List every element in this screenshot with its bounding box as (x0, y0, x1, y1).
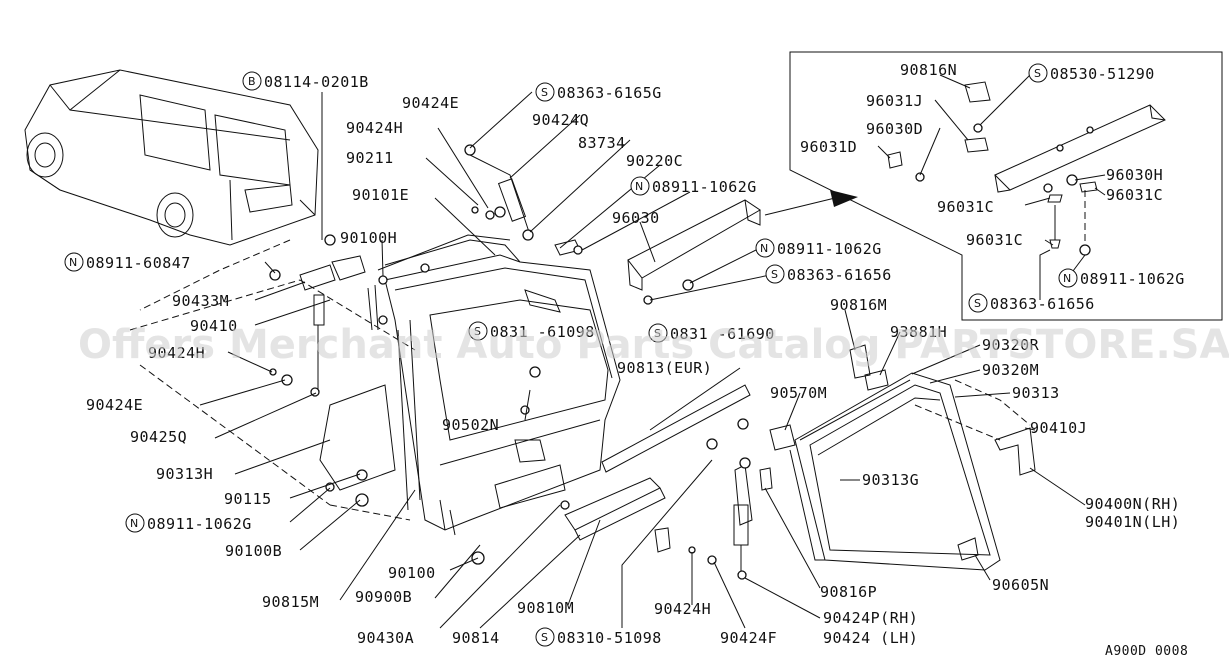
label-96030h: 96030H (1106, 166, 1163, 184)
gas-strut-lower (733, 457, 773, 580)
label-08911-1062g-c: 08911-1062G (147, 515, 252, 533)
label-90424h-top: 90424H (346, 119, 403, 137)
label-90424f: 90424F (720, 629, 777, 647)
svg-text:S: S (474, 325, 481, 338)
label-90313g: 90313G (862, 471, 919, 489)
spoiler (627, 199, 761, 305)
label-90433m: 90433M (172, 292, 229, 310)
label-90313: 90313 (1012, 384, 1060, 402)
label-96031c-a: 96031C (1106, 186, 1163, 204)
label-90101e: 90101E (352, 186, 409, 204)
label-08363-61656-inset: 08363-61656 (990, 295, 1095, 313)
label-90320r: 90320R (982, 336, 1040, 354)
label-90816n: 90816N (900, 61, 957, 79)
seal-panel (319, 384, 396, 491)
svg-text:B: B (248, 75, 256, 88)
label-08911-1062g-inset: 08911-1062G (1080, 270, 1185, 288)
label-90320m: 90320M (982, 361, 1039, 379)
svg-text:S: S (654, 327, 661, 340)
rear-glass (789, 372, 1001, 571)
label-90401n-lh: 90401N(LH) (1085, 513, 1180, 531)
label-08363-61656-a: 08363-61656 (787, 266, 892, 284)
label-90810m: 90810M (517, 599, 574, 617)
label-90424e-top: 90424E (402, 94, 459, 112)
label-90400n-rh: 90400N(RH) (1085, 495, 1180, 513)
label-90424h-bottom: 90424H (654, 600, 711, 618)
label-96031c-b: 96031C (937, 198, 994, 216)
label-90100h: 90100H (340, 229, 397, 247)
label-90502n: 90502N (442, 416, 499, 434)
label-08911-60847: 08911-60847 (86, 254, 191, 272)
label-90100: 90100 (388, 564, 436, 582)
label-08911-1062g-a: 08911-1062G (652, 178, 757, 196)
label-96031j: 96031J (866, 92, 923, 110)
svg-text:S: S (771, 268, 778, 281)
svg-text:N: N (760, 242, 768, 255)
label-0831-61690: 0831 -61690 (670, 325, 775, 343)
label-08363-6165g: 08363-6165G (557, 84, 662, 102)
label-90424-lh: 90424 (LH) (823, 629, 918, 647)
watermark: Offers Merchant Auto Parts Catalog PARTS… (78, 322, 1229, 368)
label-90813-eur: 90813(EUR) (617, 359, 712, 377)
label-08530-51290: 08530-51290 (1050, 65, 1155, 83)
label-08911-1062g-b: 08911-1062G (777, 240, 882, 258)
svg-text:S: S (1034, 67, 1041, 80)
label-90424q: 90424Q (532, 111, 589, 129)
label-90430a: 90430A (357, 629, 414, 647)
symbol-markers: B S N N N S S S N S S N S (64, 63, 1078, 647)
part-labels: 08114-0201B 08363-6165G 90424E 90424Q 90… (86, 73, 1180, 647)
back-door-panel (367, 234, 621, 536)
label-96030: 96030 (612, 209, 660, 227)
label-0831-61098: 0831 -61098 (490, 323, 595, 341)
label-08114-0201b: 08114-0201B (264, 73, 369, 91)
label-83734: 83734 (578, 134, 626, 152)
label-90424p-rh: 90424P(RH) (823, 609, 918, 627)
svg-text:N: N (69, 256, 77, 269)
label-90424e-left: 90424E (86, 396, 143, 414)
svg-text:S: S (974, 297, 981, 310)
label-90570m: 90570M (770, 384, 827, 402)
label-96030d: 96030D (866, 120, 923, 138)
label-90100b: 90100B (225, 542, 282, 560)
label-90814: 90814 (452, 629, 500, 647)
svg-text:S: S (541, 631, 548, 644)
label-90220c: 90220C (626, 152, 683, 170)
label-08310-51098: 08310-51098 (557, 629, 662, 647)
label-90900b: 90900B (355, 588, 412, 606)
svg-text:S: S (541, 86, 548, 99)
label-90410: 90410 (190, 317, 238, 335)
label-90211: 90211 (346, 149, 394, 167)
label-90424h-left: 90424H (148, 344, 205, 362)
leader-lines (199, 91, 1086, 629)
svg-text:N: N (635, 180, 643, 193)
gas-strut-top (464, 144, 534, 241)
label-90115: 90115 (224, 490, 272, 508)
svg-text:N: N (130, 517, 138, 530)
label-96031d: 96031D (800, 138, 857, 156)
label-90410j: 90410J (1030, 419, 1087, 437)
svg-text:N: N (1063, 272, 1071, 285)
label-90816p: 90816P (820, 583, 877, 601)
label-96031c-c: 96031C (966, 231, 1023, 249)
figure-code: A900D 0008 (1105, 644, 1188, 659)
label-93881h: 93881H (890, 323, 947, 341)
inset-labels: 90816N 08530-51290 96031J 96030D 96031D … (800, 61, 1185, 313)
label-90605n: 90605N (992, 576, 1049, 594)
car-illustration (24, 69, 319, 246)
label-90313h: 90313H (156, 465, 213, 483)
label-90425q: 90425Q (130, 428, 187, 446)
label-90815m: 90815M (262, 593, 319, 611)
label-90816m: 90816M (830, 296, 887, 314)
